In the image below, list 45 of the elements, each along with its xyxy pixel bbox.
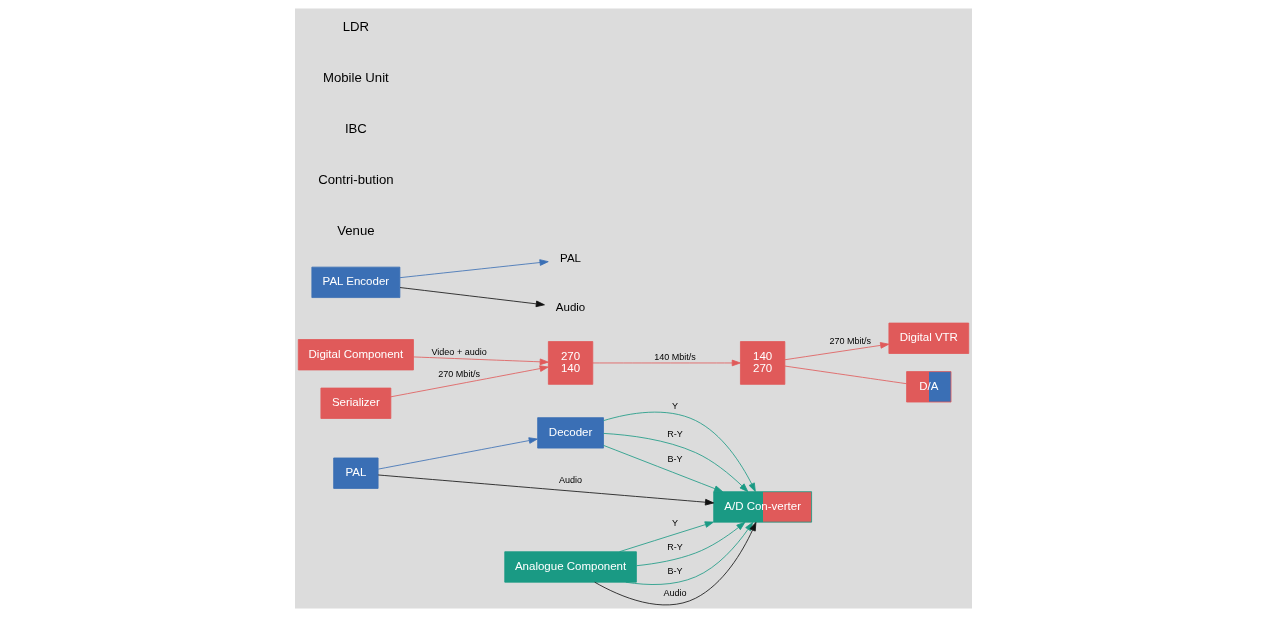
edge-label: Audio [662, 587, 687, 598]
node-box: 270 140 [547, 341, 593, 385]
edge-label: B-Y [667, 566, 683, 577]
label: Contri-bution [317, 172, 394, 188]
label: IBC [344, 121, 367, 137]
arrow [602, 411, 756, 492]
node-text: Audio [555, 300, 585, 313]
edge-label: Y [671, 517, 678, 528]
arrow [412, 356, 549, 366]
arrow [784, 342, 889, 361]
arrow [390, 365, 549, 398]
node-box: PAL [332, 457, 378, 489]
node-box: Decoder [536, 417, 604, 449]
node-box: Serializer [320, 387, 391, 419]
node-box: Digital Component [297, 339, 414, 371]
edge-label: R-Y [666, 428, 683, 439]
node-text: PAL [559, 252, 581, 265]
node-box: Digital VTR [888, 322, 969, 354]
label: Mobile Unit [322, 70, 389, 86]
edge-label: 270 Mbit/s [828, 335, 871, 346]
arrow [377, 437, 538, 470]
edge-label: Video + audio [430, 346, 487, 357]
node-box: 140 270 [739, 341, 785, 385]
arrow [618, 521, 714, 553]
edge-label: Audio [558, 474, 582, 485]
arrow [591, 359, 741, 367]
connector [784, 365, 907, 385]
node-box: D/A [905, 371, 951, 403]
arrow [602, 433, 748, 493]
label: Venue [336, 223, 375, 239]
edge-label: 140 Mbit/s [653, 352, 696, 363]
edge-label: R-Y [666, 542, 683, 553]
arrow [624, 522, 753, 585]
arrow [593, 522, 756, 606]
arrow [399, 287, 545, 308]
arrow [377, 474, 714, 506]
label: LDR [342, 19, 369, 35]
arrow [602, 444, 723, 493]
arrow [635, 521, 745, 567]
edge-label: B-Y [667, 454, 683, 465]
node-box: PAL Encoder [310, 266, 400, 298]
edge-label: 270 Mbit/s [437, 368, 480, 379]
edge-label: Y [671, 400, 678, 411]
arrow [399, 259, 549, 279]
node-box: Analogue Component [503, 551, 637, 583]
